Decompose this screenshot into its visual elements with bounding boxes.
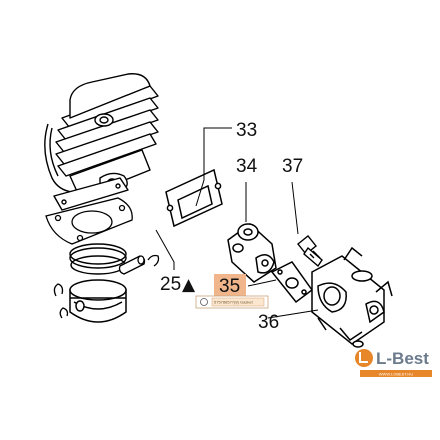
callout-33[interactable]: 33 [236, 120, 257, 141]
logo-mark-icon [355, 349, 373, 367]
triangle-marker-icon: ▲ [182, 275, 196, 295]
callout-34[interactable]: 34 [236, 156, 258, 177]
callout-25[interactable]: 25 [160, 274, 181, 295]
leader-36 [267, 309, 319, 319]
carburetor-part[interactable] [311, 246, 393, 348]
carburetor-gasket-part[interactable] [270, 261, 314, 304]
piston-rings-part[interactable] [69, 243, 127, 275]
part-tooltip: 575788577(8) Gasket [195, 295, 269, 309]
leader-lines [155, 127, 319, 319]
callout-35[interactable]: 35 [219, 276, 240, 297]
base-gasket-part[interactable] [45, 197, 133, 245]
callout-37[interactable]: 37 [282, 156, 303, 177]
cylinder-part[interactable] [44, 73, 159, 211]
screw-part[interactable] [297, 235, 323, 268]
leader-37 [291, 181, 299, 235]
logo-wordmark: L-Best [376, 349, 429, 368]
callout-35-highlight [214, 274, 246, 296]
info-icon[interactable] [200, 298, 208, 306]
callout-36[interactable]: 36 [258, 312, 279, 333]
logo-url-bar [360, 370, 432, 377]
piston-pin-part[interactable] [118, 255, 146, 275]
leader-35 [247, 279, 277, 287]
brand-logo: L-Best WWW.LOBEST.HU [355, 349, 432, 377]
intake-manifold-part[interactable] [227, 223, 277, 283]
piston-clips-part[interactable] [53, 254, 160, 319]
piston-part[interactable] [69, 279, 127, 323]
leader-33 [195, 127, 232, 207]
logo-url: WWW.LOBEST.HU [379, 372, 414, 377]
tooltip-text: 575788577(8) Gasket [214, 300, 254, 305]
exhaust-gasket-part[interactable] [165, 168, 223, 228]
leader-25 [155, 229, 175, 270]
